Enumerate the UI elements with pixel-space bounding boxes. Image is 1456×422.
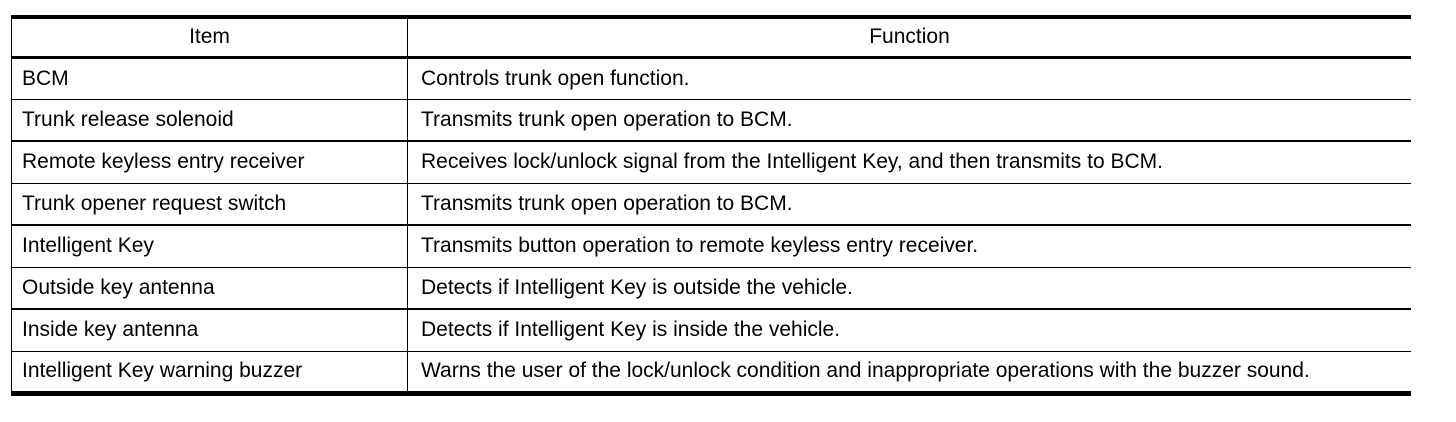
header-row: Item Function (11, 17, 1411, 59)
table-row: Remote keyless entry receiver Receives l… (11, 141, 1411, 184)
table-body: BCM Controls trunk open function. Trunk … (11, 57, 1411, 393)
table-row: Trunk release solenoid Transmits trunk o… (11, 99, 1411, 142)
item-cell: Remote keyless entry receiver (11, 141, 408, 184)
table-row: Intelligent Key warning buzzer Warns the… (12, 351, 1411, 393)
item-cell: Intelligent Key (11, 225, 408, 268)
item-function-table: Item Function BCM Controls trunk open fu… (11, 15, 1411, 396)
item-cell: Intelligent Key warning buzzer (22, 359, 303, 382)
function-cell: Transmits trunk open operation to BCM. (407, 99, 1411, 142)
function-cell: Detects if Intelligent Key is outside th… (407, 267, 1411, 310)
table-row: BCM Controls trunk open function. (11, 57, 1411, 100)
item-cell: Trunk opener request switch (11, 183, 408, 226)
item-cell: Trunk release solenoid (11, 99, 408, 142)
function-cell: Detects if Intelligent Key is inside the… (407, 309, 1411, 352)
table-row: Inside key antenna Detects if Intelligen… (11, 309, 1411, 352)
column-header-function: Function (407, 17, 1411, 59)
function-cell: Warns the user of the lock/unlock condit… (407, 351, 1411, 393)
function-cell: Transmits button operation to remote key… (407, 225, 1411, 268)
function-cell: Receives lock/unlock signal from the Int… (407, 141, 1411, 184)
item-cell: Inside key antenna (11, 309, 408, 352)
table-row: Intelligent Key Transmits button operati… (11, 225, 1411, 268)
column-header-item: Item (11, 17, 408, 59)
item-cell: Outside key antenna (11, 267, 408, 310)
item-cell: BCM (11, 57, 408, 100)
table-row: Trunk opener request switch Transmits tr… (11, 183, 1411, 226)
function-cell: Controls trunk open function. (407, 57, 1411, 100)
function-cell: Transmits trunk open operation to BCM. (407, 183, 1411, 226)
table-row: Outside key antenna Detects if Intellige… (11, 267, 1411, 310)
